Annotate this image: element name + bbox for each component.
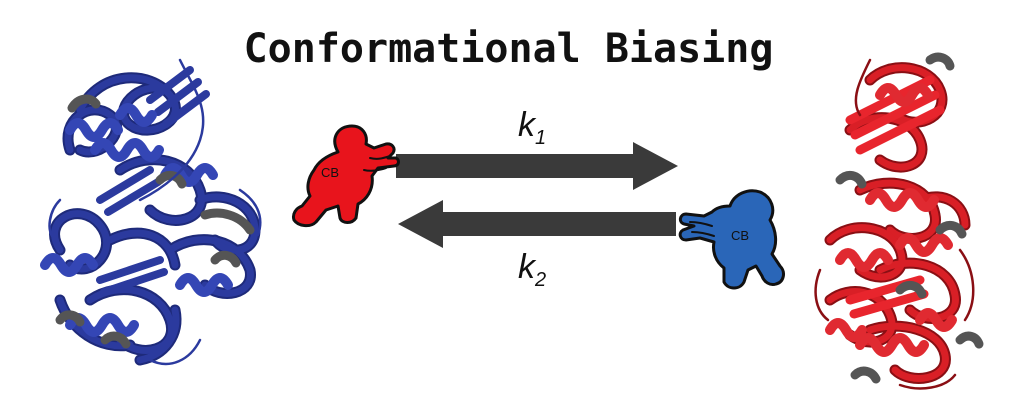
reverse-arrow <box>398 200 676 248</box>
protein-right-ribbon <box>814 52 984 390</box>
forward-arrow <box>396 142 678 190</box>
rate-k1: k1 <box>518 106 546 149</box>
cb-figure-blue <box>678 189 785 290</box>
cb-label-red: CB <box>321 165 339 180</box>
diagram-title: Conformational Biasing <box>243 26 774 72</box>
protein-left-ribbon <box>40 58 262 366</box>
cb-figure-red <box>292 124 400 228</box>
cb-label-blue: CB <box>731 228 749 243</box>
rate-k2: k2 <box>518 248 546 291</box>
